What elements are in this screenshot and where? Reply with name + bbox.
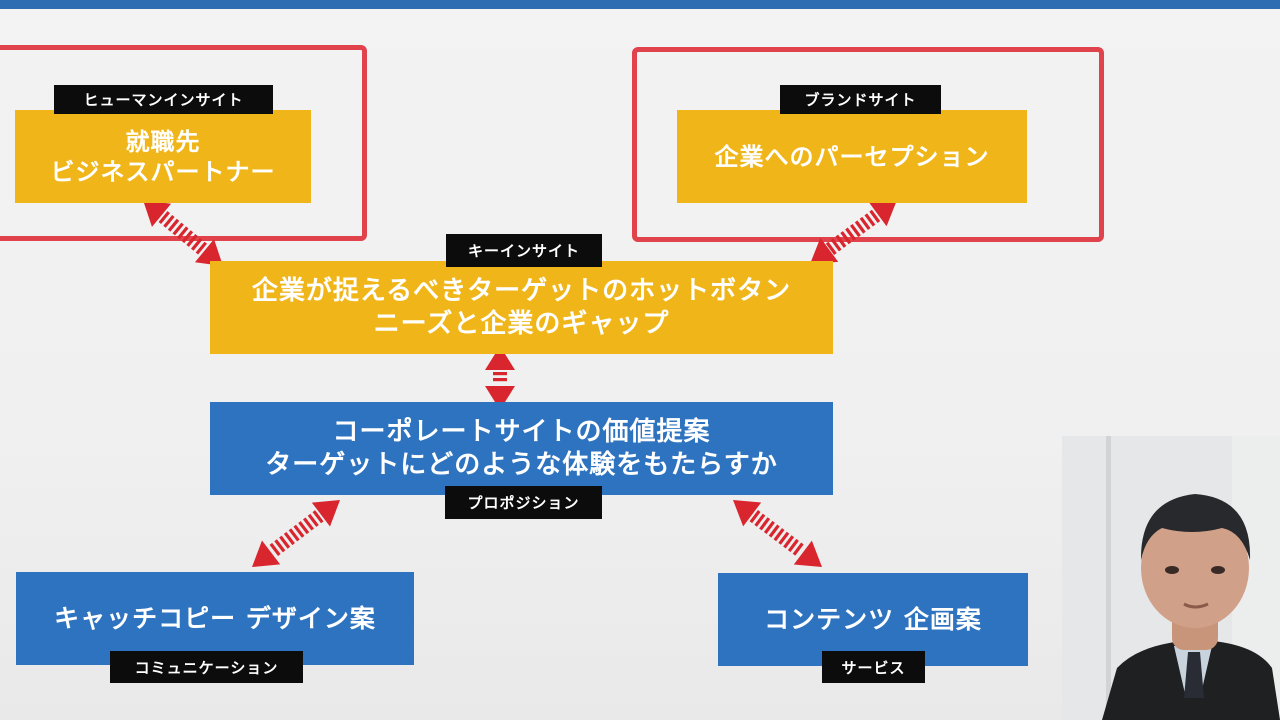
human-insight-tag: ヒューマンインサイト (54, 85, 273, 114)
arrow-key-proposition (485, 346, 515, 410)
top-accent-bar (0, 0, 1280, 9)
proposition-line2: ターゲットにどのような体験をもたらすか (265, 449, 778, 480)
key-insight-tag: キーインサイト (446, 234, 602, 267)
brand-site-box: 企業へのパーセプション (677, 110, 1027, 203)
speaker-video-inset (1062, 436, 1280, 720)
key-insight-box: 企業が捉えるべきターゲットのホットボタン ニーズと企業のギャップ (210, 261, 833, 354)
communication-box: キャッチコピー デザイン案 (16, 572, 414, 665)
arrow-proposition-service (733, 500, 822, 567)
service-box: コンテンツ 企画案 (718, 573, 1028, 666)
human-insight-line1: 就職先 (125, 127, 201, 156)
human-insight-line2: ビジネスパートナー (50, 157, 276, 186)
human-insight-frame (0, 45, 367, 241)
communication-line1: キャッチコピー デザイン案 (54, 603, 376, 633)
service-tag: サービス (822, 651, 925, 683)
arrow-human-key (143, 200, 223, 267)
key-insight-line2: ニーズと企業のギャップ (373, 308, 670, 339)
proposition-box: コーポレートサイトの価値提案 ターゲットにどのような体験をもたらすか (210, 402, 833, 495)
key-insight-line1: 企業が捉えるべきターゲットのホットボタン (251, 276, 792, 306)
human-insight-box: 就職先 ビジネスパートナー (15, 110, 311, 203)
communication-tag: コミュニケーション (110, 651, 303, 683)
proposition-tag: プロポジション (445, 486, 602, 519)
service-line1: コンテンツ 企画案 (764, 604, 982, 634)
speaker-person-icon (1062, 436, 1280, 720)
brand-site-line1: 企業へのパーセプション (714, 142, 990, 171)
arrow-brand-key (810, 200, 897, 265)
brand-site-tag: ブランドサイト (780, 85, 941, 114)
arrow-proposition-communication (252, 500, 340, 568)
brand-site-frame (632, 47, 1104, 242)
proposition-line1: コーポレートサイトの価値提案 (332, 417, 711, 447)
